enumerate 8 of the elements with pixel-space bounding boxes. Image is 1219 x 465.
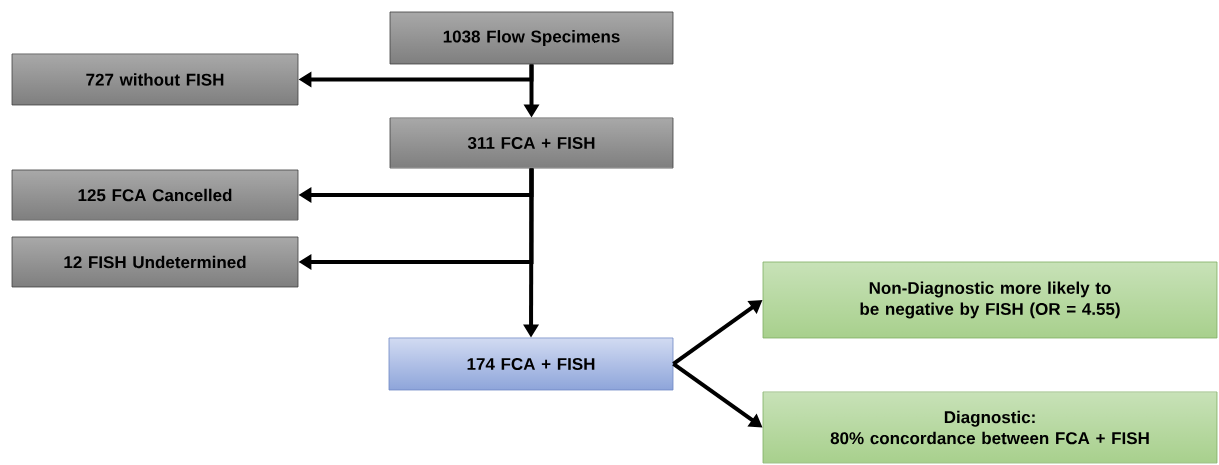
process-box: 1038 Flow Specimens [389, 11, 674, 65]
process-box: 727 without FISH [11, 53, 299, 106]
outcome-box: Diagnostic: 80% concordance between FCA + FISH [762, 391, 1218, 464]
process-box: 12 FISH Undetermined [11, 236, 299, 288]
outcome-box: Non-Diagnostic more likely to be negative by FISH (OR = 4.55) [762, 261, 1218, 339]
process-box: 125 FCA Cancelled [11, 169, 299, 221]
process-box: 174 FCA + FISH [388, 337, 674, 391]
process-box: 311 FCA + FISH [389, 117, 674, 169]
